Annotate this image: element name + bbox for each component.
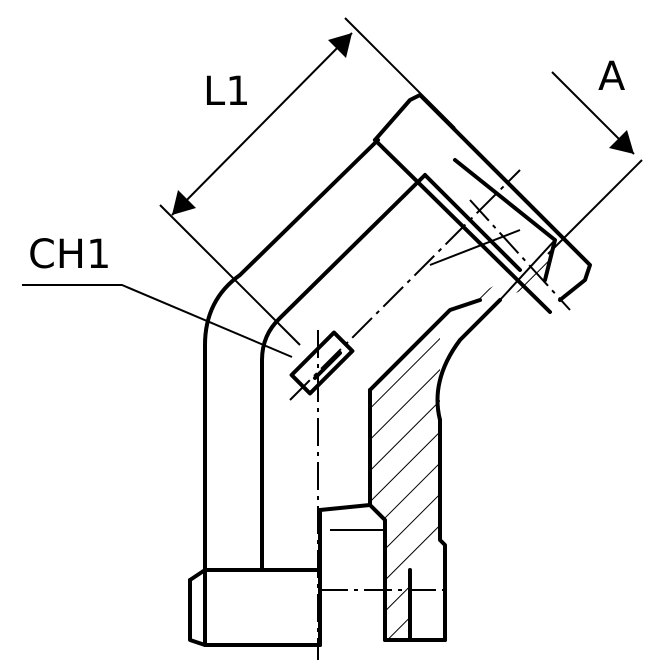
dimension-l1: L1 [159,17,456,346]
label-ch1: CH1 [28,232,111,278]
section-hatching [370,240,555,640]
center-lines [289,169,571,660]
fitting-body [188,93,592,647]
label-a: A [598,54,626,100]
dimension-a: A [547,54,643,255]
label-l1: L1 [203,69,251,115]
leader-ch1: CH1 [22,232,293,358]
